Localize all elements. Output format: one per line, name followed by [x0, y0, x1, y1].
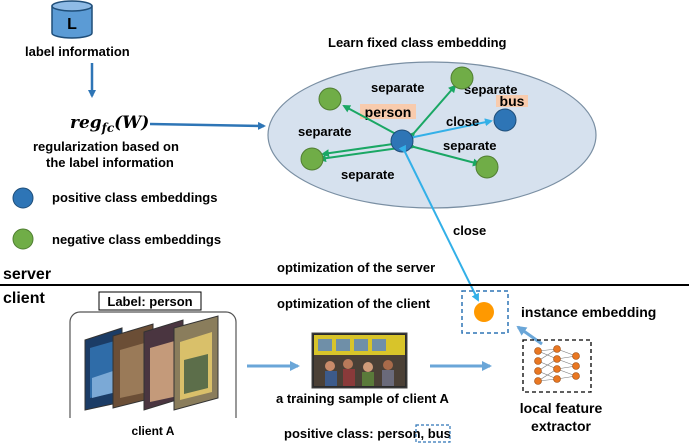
- close-label-instance: close: [453, 223, 486, 238]
- client-optimization-label: optimization of the client: [277, 296, 431, 311]
- negative-legend-label: negative class embeddings: [52, 232, 221, 247]
- feature-extractor-label-line2: extractor: [531, 418, 591, 434]
- client-label-text: Label: person: [107, 294, 192, 309]
- separate-label-1: separate: [371, 80, 424, 95]
- separate-arrow-lower-left: [318, 143, 406, 163]
- client-a-bracket: [69, 311, 237, 418]
- person-tag-label: person: [365, 104, 412, 120]
- negative-embedding-dot-1: [450, 66, 474, 90]
- close-arrow-person-instance: [398, 144, 479, 302]
- instance-embedding-label: instance embedding: [521, 304, 656, 320]
- database-icon-letter: L: [67, 16, 77, 33]
- separate-label-3: separate: [298, 124, 351, 139]
- label-information-caption: label information: [25, 44, 130, 59]
- training-sample-image: [311, 332, 408, 389]
- close-label-embedding: close: [446, 114, 479, 129]
- instance-embedding-box: [461, 290, 509, 334]
- feature-extractor-label-line1: local feature: [520, 400, 603, 416]
- instance-embedding-dot: [474, 302, 494, 322]
- client-image-stack: [84, 315, 219, 411]
- server-section-label: server: [3, 266, 51, 283]
- extractor-to-instance-arrow: [516, 325, 543, 346]
- bus-embedding-dot: [493, 108, 517, 132]
- positive-class-text: positive class: person, bus: [284, 426, 451, 441]
- neural-network-icon: [534, 345, 580, 385]
- negative-embedding-dot-3: [300, 147, 324, 171]
- training-sample-caption: a training sample of client A: [276, 391, 449, 406]
- client-a-caption: client A: [132, 424, 175, 438]
- close-arrow-person-bus: [407, 118, 493, 143]
- regularization-caption-line2: the label information: [46, 155, 174, 170]
- reg-formula: regfc(W): [70, 113, 149, 135]
- client-section-label: client: [3, 290, 45, 307]
- bus-highlight-box: [415, 424, 451, 443]
- separate-arrow-upper-left: [342, 105, 402, 140]
- person-embedding-dot: [390, 129, 414, 153]
- bus-tag-label: bus: [500, 93, 525, 109]
- client-label-box: [98, 291, 202, 311]
- database-icon: L: [51, 0, 93, 39]
- regularization-caption-line1: regularization based on: [33, 139, 179, 154]
- embedding-space-title: Learn fixed class embedding: [328, 35, 507, 50]
- server-optimization-label: optimization of the server: [277, 260, 435, 275]
- reg-to-embedding-arrow: [149, 121, 266, 130]
- bus-tag: [496, 95, 528, 107]
- positive-legend-dot: [12, 187, 34, 209]
- separate-label-5: separate: [341, 167, 394, 182]
- positive-legend-label: positive class embeddings: [52, 190, 217, 205]
- separate-label-2: separate: [464, 82, 517, 97]
- negative-embedding-dot-4: [475, 155, 499, 179]
- separate-label-4: separate: [443, 138, 496, 153]
- negative-embedding-dot-2: [318, 87, 342, 111]
- negative-legend-dot: [12, 228, 34, 250]
- feature-extractor-box: [522, 339, 592, 393]
